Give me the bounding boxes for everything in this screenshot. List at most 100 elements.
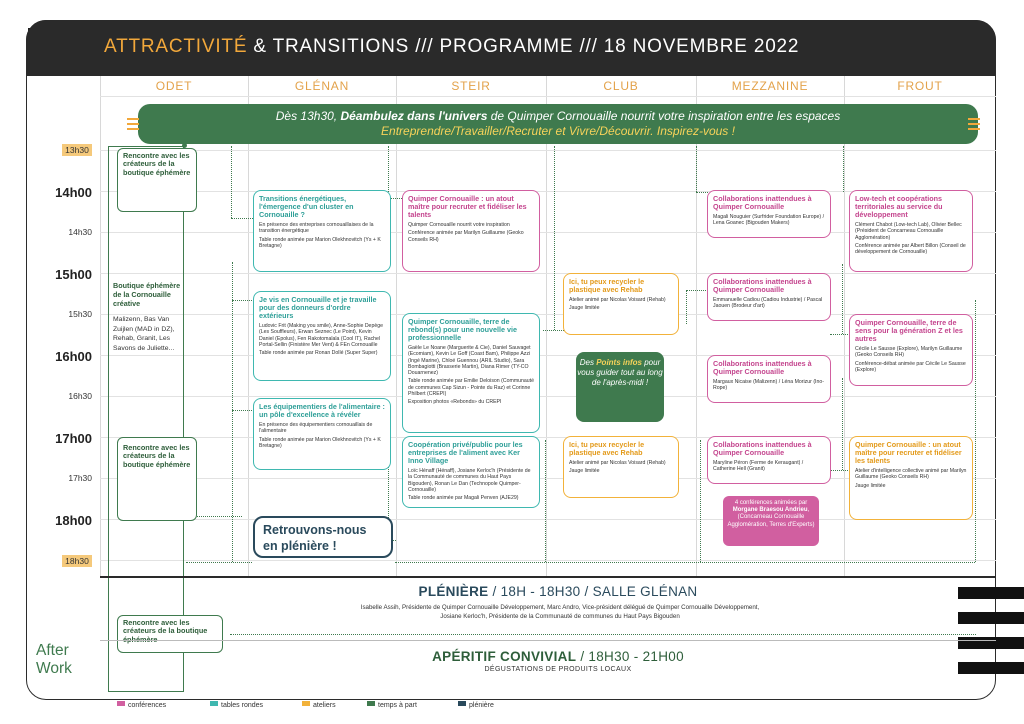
card-text: Atelier animé par Nicolas Voisard (Rehab… <box>569 460 666 466</box>
col-steir: STEIR <box>451 79 491 93</box>
club-card-rehab-2[interactable]: Ici, tu peux recycler le plastique avec … <box>563 436 679 498</box>
card-text: Jauge limitée <box>569 468 600 475</box>
frout-card-recruter[interactable]: Quimper Cornouaille : un atout maître po… <box>849 436 973 520</box>
pleniere-line: Josiane Kerloc'h, Présidente de la Commu… <box>440 612 680 620</box>
deambulez-banner: Dès 13h30, Déambulez dans l'univers de Q… <box>138 104 978 144</box>
grid-vline <box>100 76 101 576</box>
card-text: Atelier animé par Nicolas Voisard (Rehab… <box>569 297 666 303</box>
card-text: Exposition photos «Rebonds» du CREPI <box>408 399 502 406</box>
points-highlight: Points infos <box>596 358 642 367</box>
card-text: Magali Nouguier (Surfrider Foundation Eu… <box>713 214 825 227</box>
section-divider <box>100 640 996 641</box>
aperitif-heading: APÉRITIF CONVIVIAL / 18H30 - 21H00 <box>432 649 684 664</box>
col-glenan: GLÉNAN <box>294 79 350 93</box>
glenan-card-transitions[interactable]: Transitions énergétiques, l'émergence d'… <box>253 190 391 272</box>
card-text: Gaële Le Noane (Marguerite & Cie), Danie… <box>408 345 531 377</box>
grid-hline <box>100 437 996 438</box>
card-text: Loïc Hénaff (Hénaff), Josiane Kerloc'h (… <box>408 468 531 493</box>
grid-hline <box>100 396 996 397</box>
section-divider <box>100 576 996 578</box>
time-1500: 15h00 <box>55 267 92 282</box>
rencontre-card-1[interactable]: Rencontre avec les créateurs de la bouti… <box>117 148 197 212</box>
card-text: Ludovic Frit (Making you smile), Anne-So… <box>259 323 383 348</box>
time-1830: 18h30 <box>62 555 92 567</box>
connector-line <box>543 330 576 331</box>
grid-hline <box>100 314 996 315</box>
card-title: Collaborations inattendues à Quimper Cor… <box>713 440 812 457</box>
mezzanine-card-4[interactable]: Collaborations inattendues à Quimper Cor… <box>707 436 831 484</box>
boutique-title: Boutique éphémère de la Cornouaille créa… <box>113 281 181 308</box>
header-bar <box>26 20 996 76</box>
connector-line <box>395 562 975 563</box>
title-highlight: ATTRACTIVITÉ <box>104 36 248 57</box>
legend-conferences: conférences <box>117 701 166 709</box>
grid-hline <box>100 96 996 97</box>
connector-line <box>830 470 848 471</box>
grid-vline <box>844 76 845 576</box>
banner-line-1: Dès 13h30, Déambulez dans l'univers de Q… <box>275 109 841 123</box>
retrouvons-pleniere-card[interactable]: Retrouvons-nous en plénière ! <box>253 516 393 558</box>
frout-card-generation-z[interactable]: Quimper Cornouaille, terre de sens pour … <box>849 314 973 386</box>
frout-card-lowtech[interactable]: Low-tech et coopérations territoriales a… <box>849 190 973 272</box>
card-title: Je vis en Cornouaille et je travaille po… <box>259 295 377 320</box>
card-text: En présence des équipementiers cornouail… <box>259 422 373 435</box>
time-1730: 17h30 <box>68 473 92 483</box>
connector-line <box>843 146 844 192</box>
connector-line <box>230 634 976 635</box>
glenan-card-equipementiers[interactable]: Les équipementiers de l'alimentaire : un… <box>253 398 391 470</box>
col-frout: FROUT <box>897 79 943 93</box>
grid-hline <box>100 519 996 520</box>
mezzanine-card-2[interactable]: Collaborations inattendues à Quimper Cor… <box>707 273 831 321</box>
connector-line <box>231 218 253 219</box>
boutique-body: Malizenn, Bas Van Zuijlen (MAD in DZ), R… <box>113 316 175 352</box>
pleniere-heading: PLÉNIÈRE / 18H - 18H30 / SALLE GLÉNAN <box>418 584 698 599</box>
card-text: Quimper Cornouaille nourrit votre inspir… <box>408 222 510 228</box>
time-1330: 13h30 <box>62 144 92 156</box>
grid-hline <box>100 560 996 561</box>
connector-line <box>554 146 555 330</box>
legend-temps-a-part: temps à part <box>367 701 417 709</box>
points-infos-box: Des Points infos pour vous guider tout a… <box>576 352 664 422</box>
connector-line <box>842 264 843 334</box>
card-title: Collaborations inattendues à Quimper Cor… <box>713 359 812 376</box>
card-title: Coopération privé/public pour les entrep… <box>408 440 523 465</box>
card-text: Emmanuelle Cadiou (Cadiou Industrie) / P… <box>713 297 823 310</box>
rencontre-card-3[interactable]: Rencontre avec les créateurs de la bouti… <box>117 615 223 653</box>
connector-line <box>975 300 976 562</box>
card-title: Quimper Cornouaille, terre de rebond(s) … <box>408 317 518 342</box>
banner-highlight: Déambulez dans l'univers <box>340 109 488 123</box>
card-text: Maryline Péron (Ferme de Keraugant) / Ca… <box>713 460 804 473</box>
steir-card-cooperation[interactable]: Coopération privé/public pour les entrep… <box>402 436 540 508</box>
card-text: Table ronde animée par Magali Penven (AJ… <box>408 495 519 502</box>
card-text: Table ronde animée par Ronan Dollé (Supe… <box>259 350 378 357</box>
pleniere-speakers: Isabelle Assih, Présidente de Quimper Co… <box>210 604 910 621</box>
card-text: Clément Chabot (Low-tech Lab), Olivier B… <box>855 222 962 241</box>
card-title: Les équipementiers de l'alimentaire : un… <box>259 402 385 419</box>
connector-line <box>232 262 233 562</box>
deco-stripe-4 <box>958 662 1024 674</box>
connector-line <box>700 440 701 562</box>
connector-line <box>231 146 232 218</box>
card-text: Table ronde animée par Emilie Deloison (… <box>408 378 535 398</box>
glenan-card-je-vis[interactable]: Je vis en Cornouaille et je travaille po… <box>253 291 391 381</box>
connector-line <box>232 410 252 411</box>
steir-card-recruter[interactable]: Quimper Cornouaille : un atout maître po… <box>402 190 540 272</box>
connector-line <box>830 334 848 335</box>
grid-vline <box>696 76 697 576</box>
steir-card-rebonds[interactable]: Quimper Cornouaille, terre de rebond(s) … <box>402 313 540 433</box>
rencontre-card-2[interactable]: Rencontre avec les créateurs de la bouti… <box>117 437 197 521</box>
card-text: Conférence-débat animée par Cécile Le Sa… <box>855 360 966 373</box>
mezzanine-card-1[interactable]: Collaborations inattendues à Quimper Cor… <box>707 190 831 238</box>
col-club: CLUB <box>603 79 639 93</box>
deco-stripe-2 <box>958 612 1024 624</box>
title-rest: & TRANSITIONS /// PROGRAMME /// 18 NOVEM… <box>247 36 800 57</box>
card-title: Collaborations inattendues à Quimper Cor… <box>713 194 812 211</box>
mezzanine-card-3[interactable]: Collaborations inattendues à Quimper Cor… <box>707 355 831 403</box>
grid-vline <box>248 76 249 576</box>
card-text: Jauge limitée <box>569 305 600 312</box>
deco-stripe-1 <box>958 587 1024 599</box>
legend-ateliers: ateliers <box>302 701 336 709</box>
card-text: Jauge limitée <box>855 482 886 489</box>
club-card-rehab-1[interactable]: Ici, tu peux recycler le plastique avec … <box>563 273 679 335</box>
